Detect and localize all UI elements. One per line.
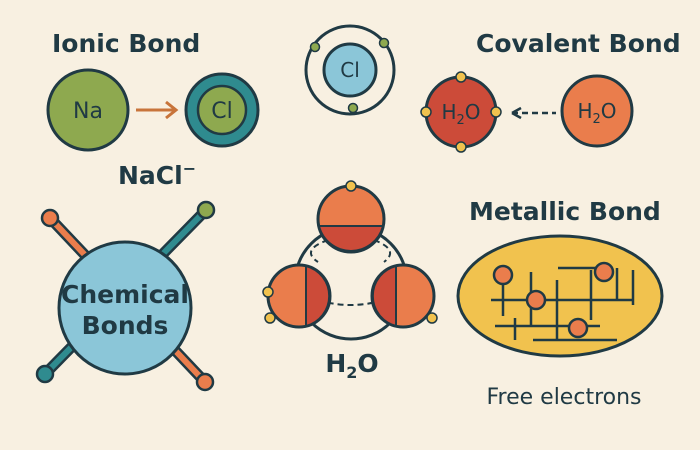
hydrogen-left-overlap: [305, 264, 331, 328]
metallic-bond-group: Metallic Bond Free electrons: [456, 197, 664, 410]
metallic-lattice: [491, 266, 635, 342]
orbit-electron: [309, 41, 321, 53]
spoke-end: [35, 364, 55, 384]
left-molecule-label: H2O: [441, 100, 480, 128]
right-molecule-h: H: [577, 99, 592, 123]
covalent-bond-group: Covalent Bond H2O H2O: [420, 29, 681, 153]
right-molecule-label: H2O: [577, 99, 616, 127]
water-electron: [345, 180, 357, 192]
nacl-formula-main: NaCl: [118, 161, 183, 190]
covalent-bond-title: Covalent Bond: [476, 29, 681, 58]
nacl-formula-charge: −: [183, 159, 196, 178]
metal-ion: [525, 289, 547, 311]
chlorine-atom-group: Cl: [304, 24, 396, 116]
chloride-ion-inner: [196, 84, 248, 136]
ionic-bond-group: Ionic Bond Na Cl NaCl−: [46, 29, 260, 190]
water-o: O: [357, 349, 378, 378]
water-electron: [264, 312, 276, 324]
metal-ion: [492, 264, 514, 286]
spoke-end: [196, 200, 216, 220]
spoke-end: [40, 208, 60, 228]
chemical-bonds-hub: Chemical Bonds: [35, 200, 216, 392]
left-molecule: [424, 75, 498, 149]
oxygen-overlap: [317, 225, 385, 252]
nacl-formula: NaCl−: [118, 159, 196, 190]
water-electron: [262, 286, 274, 298]
metal-ion: [593, 261, 615, 283]
right-molecule-sub: 2: [593, 112, 601, 127]
hub-label-line2: Bonds: [82, 311, 169, 340]
water-sub: 2: [346, 363, 357, 382]
shared-electron: [420, 106, 432, 118]
hub-circle: [57, 240, 193, 376]
chlorine-nucleus: [322, 42, 378, 98]
free-electrons-caption: Free electrons: [486, 385, 641, 410]
metallic-bond-title: Metallic Bond: [469, 197, 661, 226]
shared-electron: [455, 141, 467, 153]
electron-orbit: [304, 24, 396, 116]
water-molecule-group: H2O: [262, 180, 438, 382]
shared-electron: [455, 71, 467, 83]
right-molecule: [560, 74, 634, 148]
metal-ion: [567, 317, 589, 339]
transfer-arrow-head: [165, 100, 179, 120]
water-formula: H2O: [325, 349, 378, 382]
left-molecule-o: O: [465, 100, 481, 124]
orbit-electron: [378, 37, 390, 49]
covalent-arrow-head: [511, 106, 522, 120]
shared-electron: [490, 106, 502, 118]
chloride-label: Cl: [211, 99, 232, 124]
left-molecule-sub: 2: [457, 113, 465, 128]
left-molecule-h: H: [441, 100, 456, 124]
right-molecule-o: O: [601, 99, 617, 123]
chlorine-label: Cl: [340, 58, 360, 82]
sodium-label: Na: [73, 99, 103, 124]
electron-sea: [456, 234, 664, 358]
water-electron: [426, 312, 438, 324]
spoke-end: [195, 372, 215, 392]
water-h: H: [325, 349, 346, 378]
hub-label-line1: Chemical: [61, 280, 189, 309]
ionic-bond-title: Ionic Bond: [52, 29, 200, 58]
orbit-electron: [347, 102, 359, 114]
hydrogen-right-overlap: [371, 264, 397, 328]
sodium-atom: [46, 68, 130, 152]
